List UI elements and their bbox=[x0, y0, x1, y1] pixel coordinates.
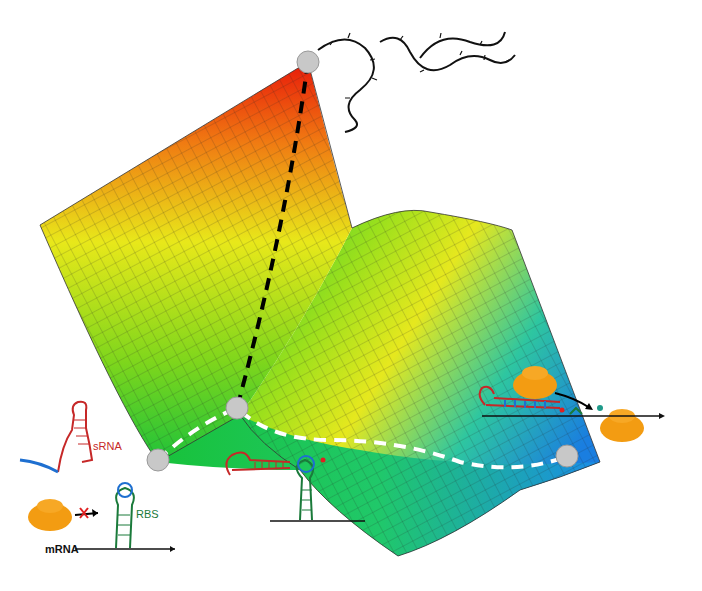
right-rna-state bbox=[482, 415, 660, 417]
middle-rna-state bbox=[270, 520, 365, 522]
right-rna-state bbox=[480, 387, 560, 408]
unfolded-rna bbox=[318, 32, 515, 132]
right-rna-state bbox=[560, 408, 565, 413]
state-ball bbox=[297, 51, 319, 73]
right-rna-state bbox=[505, 400, 545, 408]
left-rna-state bbox=[20, 402, 175, 552]
left-rna-state bbox=[118, 483, 132, 497]
left-rna-state bbox=[20, 460, 58, 472]
left-rna-state bbox=[37, 499, 63, 513]
surface-outline bbox=[40, 62, 600, 556]
right-rna-state bbox=[480, 366, 665, 442]
left-rna-state bbox=[74, 420, 90, 444]
middle-rna-state bbox=[302, 490, 312, 510]
unfolded-rna bbox=[330, 33, 509, 98]
rna-label: mRNA bbox=[45, 543, 79, 555]
right-rna-state bbox=[555, 393, 590, 408]
rna-label: sRNA bbox=[93, 440, 122, 452]
middle-rna-state bbox=[226, 452, 290, 475]
binding-path bbox=[158, 408, 567, 467]
left-rna-state bbox=[75, 548, 175, 550]
left-rna-state bbox=[92, 509, 98, 517]
right-rna-state bbox=[570, 408, 582, 414]
middle-rna-state bbox=[255, 462, 283, 468]
right-rna-state bbox=[659, 413, 665, 419]
state-ball bbox=[147, 449, 169, 471]
pathways bbox=[147, 51, 578, 471]
right-rna-state bbox=[522, 366, 548, 380]
left-rna-state bbox=[80, 508, 88, 518]
right-rna-state bbox=[585, 403, 593, 410]
folding-path bbox=[237, 62, 308, 408]
left-rna-state bbox=[58, 402, 92, 472]
site-label: RBS bbox=[136, 508, 159, 520]
middle-rna-state bbox=[298, 456, 314, 472]
state-ball bbox=[226, 397, 248, 419]
left-rna-state bbox=[118, 515, 130, 535]
middle-rna-state bbox=[226, 452, 365, 521]
state-ball bbox=[556, 445, 578, 467]
left-rna-state bbox=[170, 546, 175, 552]
middle-rna-state bbox=[321, 458, 326, 463]
unfolded-rna bbox=[318, 32, 515, 132]
right-rna-state bbox=[597, 405, 603, 411]
